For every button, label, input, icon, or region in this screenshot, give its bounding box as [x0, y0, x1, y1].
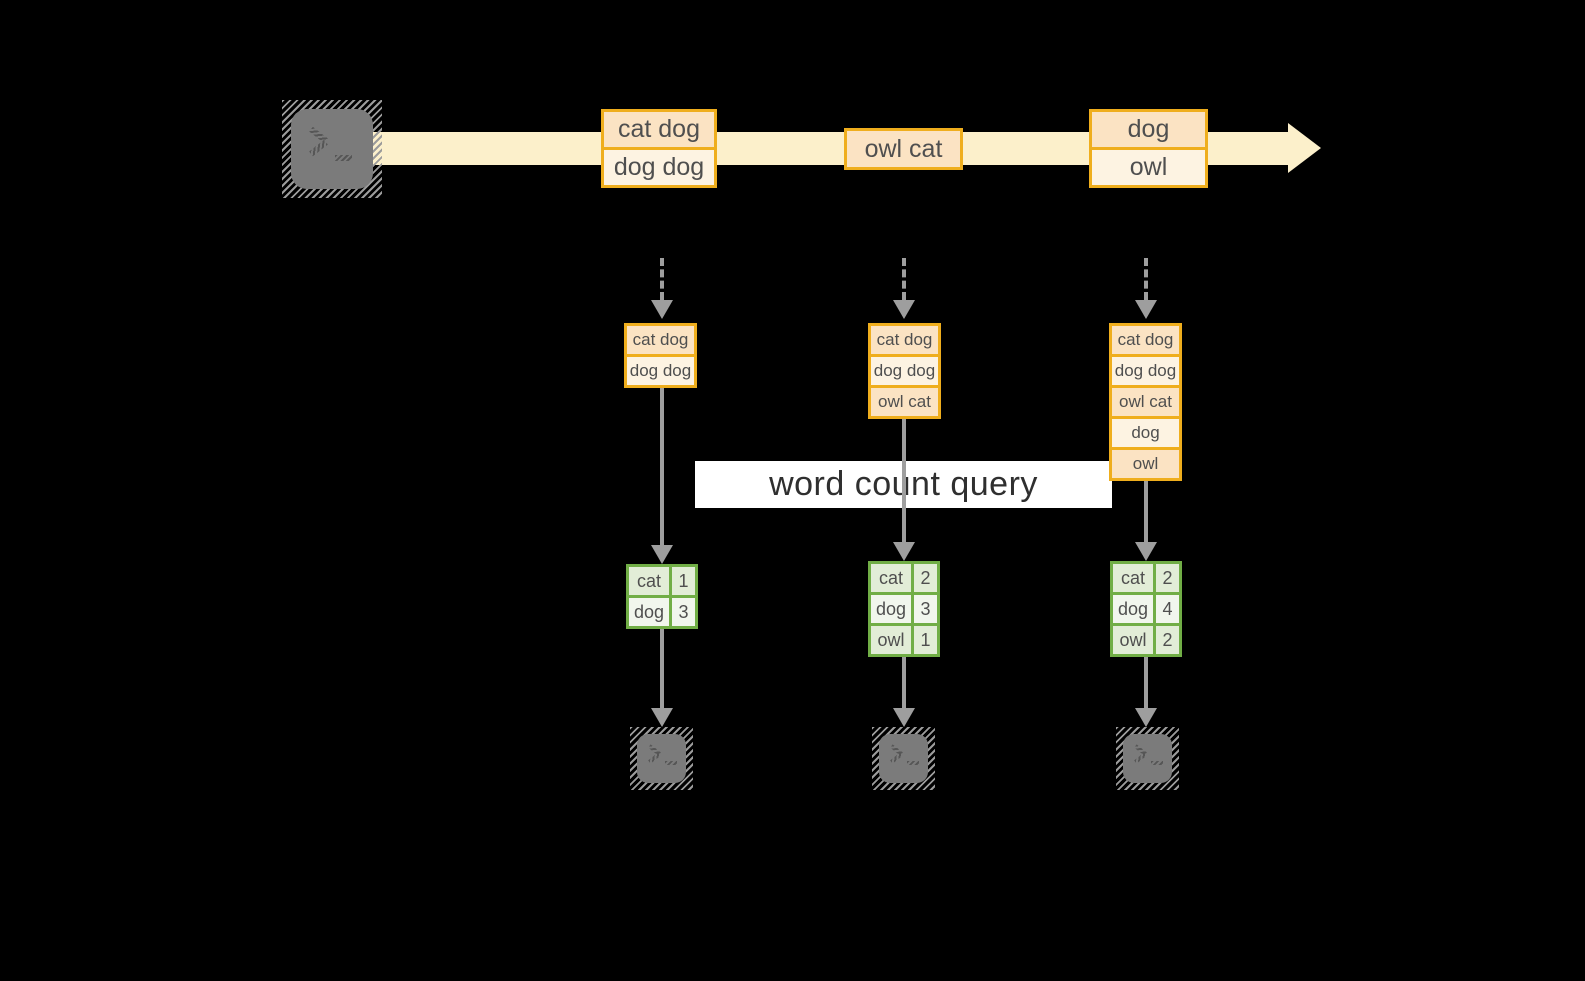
- terminal-cursor-icon: [335, 155, 352, 161]
- count-cell: 3: [911, 595, 937, 623]
- count-table: cat 1 dog 3: [626, 564, 698, 629]
- stream-event: dog: [1092, 112, 1205, 147]
- flow-arrow: [660, 388, 664, 545]
- dashed-arrow: [660, 258, 664, 300]
- count-row: owl 2: [1113, 623, 1179, 654]
- terminal-prompt-icon: [648, 752, 661, 764]
- word-cell: cat: [629, 567, 669, 595]
- buffer-item: dog dog: [627, 354, 694, 385]
- count-row: dog 4: [1113, 592, 1179, 623]
- stream-event-box: cat dog dog dog: [601, 109, 717, 188]
- stream-event: cat dog: [604, 112, 714, 147]
- flow-arrowhead-icon: [893, 708, 915, 727]
- count-table: cat 2 dog 4 owl 2: [1110, 561, 1182, 657]
- buffer-item: owl cat: [1112, 385, 1179, 416]
- count-row: owl 1: [871, 623, 937, 654]
- dashed-arrow: [902, 258, 906, 300]
- stream-event: owl cat: [847, 131, 960, 167]
- stream-event: dog dog: [604, 147, 714, 185]
- flow-arrow: [902, 657, 906, 708]
- flow-arrowhead-icon: [651, 708, 673, 727]
- buffer-item: owl cat: [871, 385, 938, 416]
- terminal-cursor-icon: [1151, 761, 1163, 765]
- stream-event: owl: [1092, 147, 1205, 185]
- terminal-prompt-icon: [890, 752, 903, 764]
- dashed-arrowhead-icon: [893, 300, 915, 319]
- dashed-arrowhead-icon: [1135, 300, 1157, 319]
- count-cell: 4: [1153, 595, 1179, 623]
- terminal-prompt-icon: [1134, 752, 1147, 764]
- flow-arrow: [902, 419, 906, 542]
- flow-arrow: [1144, 657, 1148, 708]
- terminal-body: [879, 734, 928, 783]
- word-cell: dog: [629, 598, 669, 626]
- dashed-arrowhead-icon: [651, 300, 673, 319]
- flow-arrowhead-icon: [1135, 542, 1157, 561]
- buffer-item: dog dog: [1112, 354, 1179, 385]
- dashed-arrow: [1144, 258, 1148, 300]
- terminal-body: [637, 734, 686, 783]
- count-cell: 2: [1153, 564, 1179, 592]
- buffer-item: dog: [1112, 416, 1179, 447]
- count-row: cat 2: [1113, 564, 1179, 592]
- count-row: cat 1: [629, 567, 695, 595]
- buffer-item: dog dog: [871, 354, 938, 385]
- event-buffer: cat dog dog dog: [624, 323, 697, 388]
- count-cell: 2: [911, 564, 937, 592]
- count-row: dog 3: [629, 595, 695, 626]
- flow-arrowhead-icon: [1135, 708, 1157, 727]
- terminal-body: [291, 109, 373, 189]
- event-buffer: cat dog dog dog owl cat: [868, 323, 941, 419]
- output-terminal-icon: [630, 727, 693, 790]
- count-cell: 2: [1153, 626, 1179, 654]
- flow-arrowhead-icon: [893, 542, 915, 561]
- count-cell: 1: [911, 626, 937, 654]
- stream-event-box: dog owl: [1089, 109, 1208, 188]
- stream-event-box: owl cat: [844, 128, 963, 170]
- stream-band-arrowhead-icon: [1288, 123, 1321, 173]
- word-cell: cat: [1113, 564, 1153, 592]
- output-terminal-icon: [872, 727, 935, 790]
- event-buffer: cat dog dog dog owl cat dog owl: [1109, 323, 1182, 481]
- terminal-cursor-icon: [907, 761, 919, 765]
- flow-arrow: [1144, 481, 1148, 542]
- word-cell: owl: [871, 626, 911, 654]
- source-terminal-icon: [282, 100, 382, 198]
- flow-arrowhead-icon: [651, 545, 673, 564]
- buffer-item: cat dog: [627, 326, 694, 354]
- word-cell: dog: [1113, 595, 1153, 623]
- terminal-cursor-icon: [665, 761, 677, 765]
- word-cell: dog: [871, 595, 911, 623]
- buffer-item: cat dog: [871, 326, 938, 354]
- buffer-item: cat dog: [1112, 326, 1179, 354]
- count-cell: 1: [669, 567, 695, 595]
- flow-arrow: [660, 629, 664, 708]
- word-cell: owl: [1113, 626, 1153, 654]
- terminal-prompt-icon: [309, 139, 328, 157]
- word-cell: cat: [871, 564, 911, 592]
- output-terminal-icon: [1116, 727, 1179, 790]
- terminal-body: [1123, 734, 1172, 783]
- count-table: cat 2 dog 3 owl 1: [868, 561, 940, 657]
- buffer-item: owl: [1112, 447, 1179, 478]
- count-cell: 3: [669, 598, 695, 626]
- count-row: dog 3: [871, 592, 937, 623]
- count-row: cat 2: [871, 564, 937, 592]
